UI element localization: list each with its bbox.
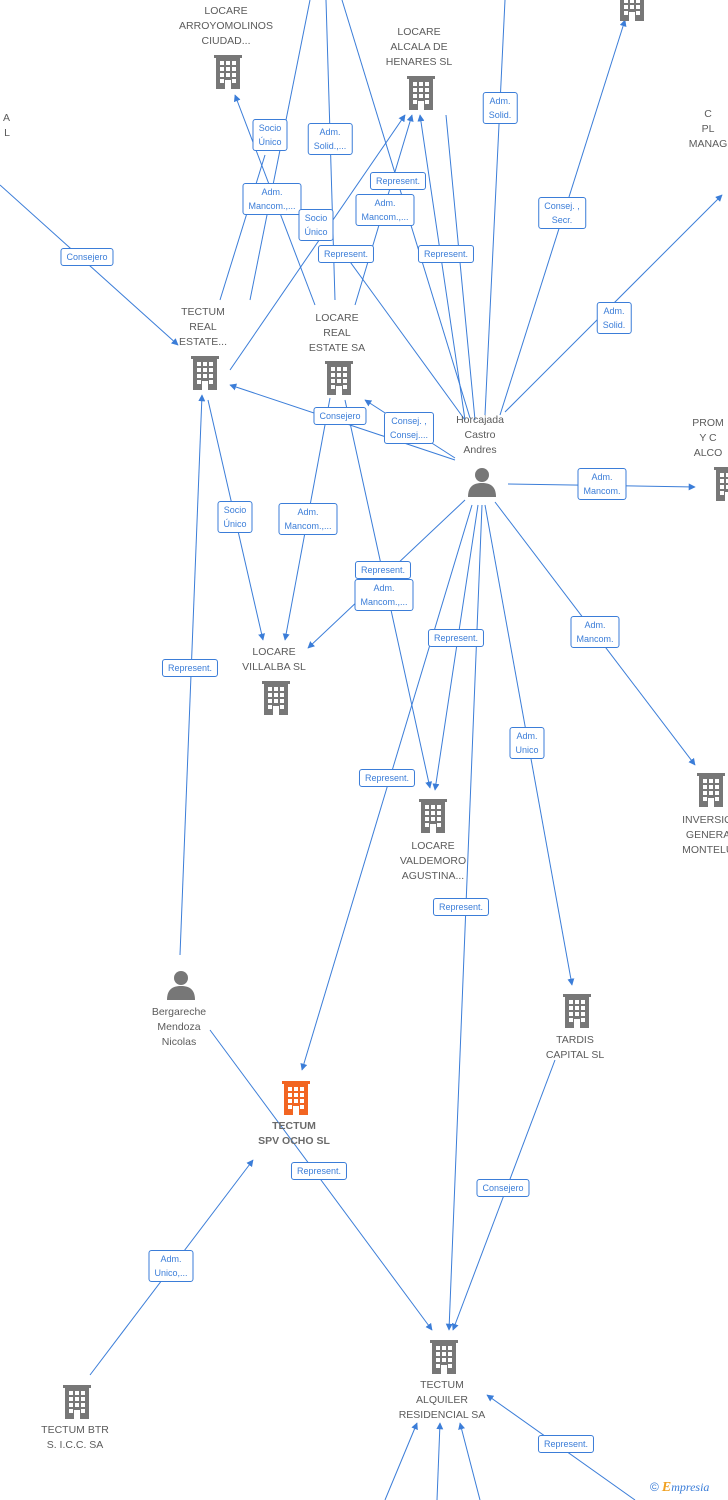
building-icon-prom[interactable] bbox=[714, 467, 728, 501]
edge-line-24 bbox=[300, 504, 473, 1071]
edge-line-22 bbox=[432, 504, 479, 791]
edge-label[interactable]: Adm. Mancom.,... bbox=[354, 579, 414, 611]
node-label: LOCARE VILLALBA SL bbox=[242, 646, 306, 673]
building-icon-inversion[interactable] bbox=[697, 773, 725, 807]
edge-label[interactable]: Adm. Unico,... bbox=[148, 1250, 194, 1282]
edge-label[interactable]: Adm. Mancom.,... bbox=[242, 183, 302, 215]
edge-line-10 bbox=[445, 114, 476, 421]
node-valdemoro[interactable]: LOCARE VALDEMORO AGUSTINA... bbox=[378, 839, 488, 884]
edge-label[interactable]: Represent. bbox=[354, 561, 412, 579]
node-locare_real[interactable]: LOCARE REAL ESTATE SA bbox=[282, 311, 392, 356]
node-arroyomolinos[interactable]: LOCARE ARROYOMOLINOS CIUDAD... bbox=[171, 4, 281, 49]
node-label: LOCARE REAL ESTATE SA bbox=[308, 312, 366, 354]
node-leftcut[interactable]: A L bbox=[0, 111, 10, 141]
building-icon-villalba[interactable] bbox=[262, 681, 290, 715]
edge-line-2 bbox=[484, 0, 506, 416]
person-icon-horcajada[interactable] bbox=[468, 468, 496, 497]
edge-label[interactable]: Represent. bbox=[369, 172, 427, 190]
node-bergareche[interactable]: Bergareche Mendoza Nicolas bbox=[124, 1005, 234, 1050]
edge-label[interactable]: Adm. Solid. bbox=[482, 92, 518, 124]
edge-label[interactable]: Adm. Solid.,... bbox=[307, 123, 353, 155]
edge-label[interactable]: Consejero bbox=[313, 407, 367, 425]
building-icon-valdemoro[interactable] bbox=[419, 799, 447, 833]
copyright-symbol: © bbox=[650, 1480, 659, 1494]
edge-label[interactable]: Represent. bbox=[417, 245, 475, 263]
node-plmanag[interactable]: C PL MANAG bbox=[688, 107, 728, 152]
building-icon-alcala[interactable] bbox=[407, 76, 435, 110]
edge-line-6 bbox=[229, 114, 406, 371]
brand-name-rest: mpresia bbox=[671, 1480, 710, 1494]
node-label: LOCARE ALCALA DE HENARES SL bbox=[385, 26, 453, 68]
node-label: TECTUM REAL ESTATE... bbox=[178, 306, 228, 348]
edge-line-32 bbox=[436, 1422, 444, 1500]
node-tectum_alquiler[interactable]: TECTUM ALQUILER RESIDENCIAL SA bbox=[387, 1378, 497, 1423]
edge-label[interactable]: Adm. Mancom. bbox=[570, 616, 620, 648]
node-alcala[interactable]: LOCARE ALCALA DE HENARES SL bbox=[364, 25, 474, 70]
building-icon-locare_real[interactable] bbox=[325, 361, 353, 395]
edge-line-9 bbox=[339, 247, 466, 421]
node-tectum_btr[interactable]: TECTUM BTR S. I.C.C. SA bbox=[20, 1423, 130, 1453]
edge-line-31 bbox=[384, 1422, 418, 1500]
node-prom[interactable]: PROM Y C ALCO bbox=[688, 416, 728, 461]
node-tectum_spv[interactable]: TECTUM SPV OCHO SL bbox=[239, 1119, 349, 1149]
node-label: LOCARE ARROYOMOLINOS CIUDAD... bbox=[179, 5, 273, 47]
node-tectum_real[interactable]: TECTUM REAL ESTATE... bbox=[148, 305, 258, 350]
node-inversion[interactable]: INVERSION GENERAL MONTELUZ bbox=[656, 813, 728, 858]
node-label: TARDIS CAPITAL SL bbox=[545, 1034, 605, 1061]
edge-label[interactable]: Adm. Mancom.,... bbox=[278, 503, 338, 535]
edge-label[interactable]: Socio Único bbox=[252, 119, 288, 151]
edge-label[interactable]: Adm. Unico bbox=[509, 727, 545, 759]
edge-label[interactable]: Adm. Mancom. bbox=[577, 468, 627, 500]
edge-line-8 bbox=[219, 154, 266, 301]
edge-label[interactable]: Represent. bbox=[161, 659, 219, 677]
building-icon-arroyomolinos[interactable] bbox=[214, 55, 242, 89]
node-villalba[interactable]: LOCARE VILLALBA SL bbox=[219, 645, 329, 675]
edge-label[interactable]: Consejero bbox=[60, 248, 114, 266]
node-label: PROM Y C ALCO bbox=[692, 417, 724, 459]
node-label: C PL MANAG bbox=[688, 108, 728, 150]
edge-label[interactable]: Adm. Solid. bbox=[596, 302, 632, 334]
edge-label[interactable]: Socio Único bbox=[217, 501, 253, 533]
edge-label[interactable]: Consej. , Secr. bbox=[538, 197, 586, 229]
edge-line-27 bbox=[209, 1029, 433, 1331]
edge-label[interactable]: Represent. bbox=[432, 898, 490, 916]
node-label: TECTUM BTR S. I.C.C. SA bbox=[41, 1424, 109, 1451]
building-icon-tectum_spv[interactable] bbox=[282, 1081, 310, 1115]
node-label: TECTUM SPV OCHO SL bbox=[258, 1120, 330, 1147]
node-label: Horcajada Castro Andres bbox=[456, 414, 504, 456]
edge-label[interactable]: Consej. , Consej.... bbox=[383, 412, 435, 444]
building-icon-topright[interactable] bbox=[618, 0, 646, 21]
copyright-brand: © Empresia bbox=[650, 1480, 709, 1496]
node-label: INVERSION GENERAL MONTELUZ bbox=[682, 814, 728, 856]
node-label: LOCARE VALDEMORO AGUSTINA... bbox=[399, 840, 467, 882]
edge-label[interactable]: Represent. bbox=[290, 1162, 348, 1180]
edge-label[interactable]: Represent. bbox=[317, 245, 375, 263]
node-tardis[interactable]: TARDIS CAPITAL SL bbox=[520, 1033, 630, 1063]
node-label: TECTUM ALQUILER RESIDENCIAL SA bbox=[398, 1379, 486, 1421]
edge-line-33 bbox=[458, 1422, 481, 1500]
edge-label[interactable]: Represent. bbox=[427, 629, 485, 647]
person-icon-bergareche[interactable] bbox=[167, 971, 195, 1000]
building-icon-tectum_real[interactable] bbox=[191, 356, 219, 390]
building-icon-tectum_alquiler[interactable] bbox=[430, 1340, 458, 1374]
brand-initial: E bbox=[661, 1480, 672, 1495]
node-label: Bergareche Mendoza Nicolas bbox=[151, 1006, 207, 1048]
edge-label[interactable]: Adm. Mancom.,... bbox=[355, 194, 415, 226]
building-icon-tardis[interactable] bbox=[563, 994, 591, 1028]
edge-label[interactable]: Represent. bbox=[358, 769, 416, 787]
edge-line-5 bbox=[417, 114, 466, 421]
node-label: A L bbox=[2, 112, 10, 139]
edge-label[interactable]: Consejero bbox=[476, 1179, 530, 1197]
edge-label[interactable]: Represent. bbox=[537, 1435, 595, 1453]
building-icon-tectum_btr[interactable] bbox=[63, 1385, 91, 1419]
node-horcajada[interactable]: Horcajada Castro Andres bbox=[425, 413, 535, 458]
edge-label[interactable]: Socio Único bbox=[298, 209, 334, 241]
